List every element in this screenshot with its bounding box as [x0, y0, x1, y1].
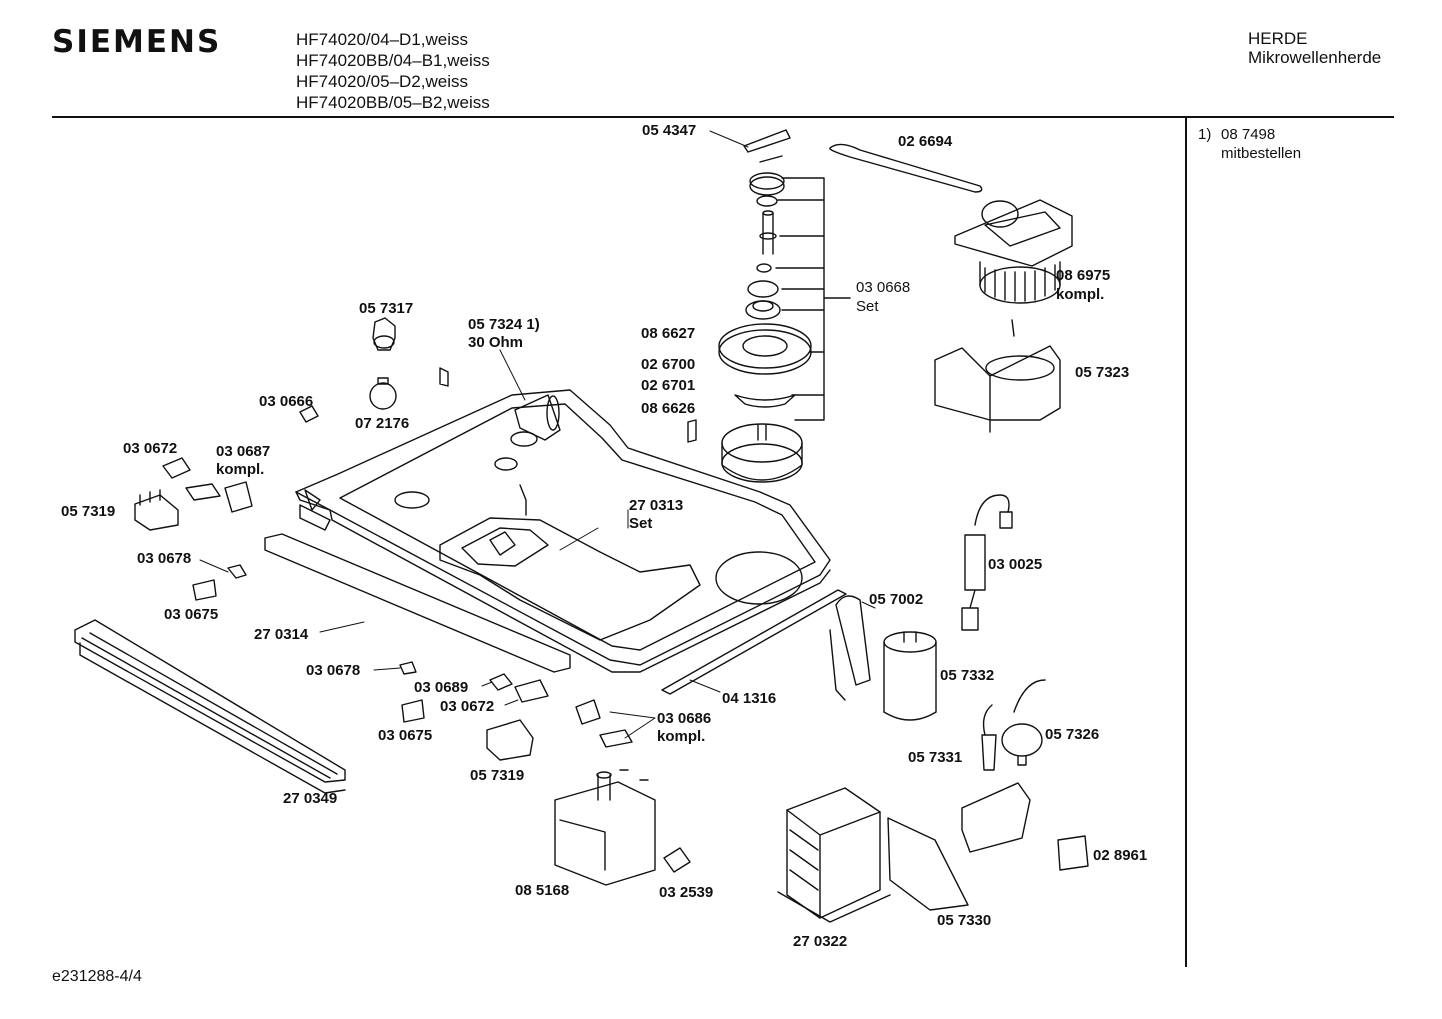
- thermal-switch-drawing: [663, 847, 691, 873]
- part-label-030025: 03 0025: [988, 556, 1043, 573]
- air-duct-drawing: [934, 319, 1061, 433]
- part-label-030668: 03 0668: [856, 279, 911, 296]
- part-label-054347: 05 4347: [642, 122, 697, 139]
- document-id: e231288-4/4: [52, 968, 142, 985]
- category-block: HERDE Mikrowellenherde: [1248, 29, 1381, 67]
- hv-parts-drawing: [981, 679, 1046, 771]
- model-line: HF74020BB/04–B1,weiss: [296, 51, 490, 70]
- part-label-085168: 08 5168: [515, 882, 570, 899]
- header-divider: [52, 116, 1394, 118]
- part-label-030675: 03 0675: [164, 606, 219, 623]
- part-label-set: Set: [856, 298, 879, 315]
- part-label-030678: 03 0678: [306, 662, 361, 679]
- model-line: HF74020/04–D1,weiss: [296, 30, 468, 49]
- fuse-holder-drawing: [1057, 835, 1089, 871]
- part-label-086626: 08 6626: [641, 400, 696, 417]
- part-label-086975: 08 6975: [1056, 267, 1111, 284]
- part-label-030675: 03 0675: [378, 727, 433, 744]
- part-label-057317: 05 7317: [359, 300, 414, 317]
- brand-logo: SIEMENS: [52, 24, 222, 60]
- sensor-drawing: [961, 494, 1013, 631]
- footnote: 1) 08 7498 mitbestellen: [1198, 125, 1301, 163]
- part-label-270322: 27 0322: [793, 933, 848, 950]
- part-label-057324: 05 7324 1): [468, 316, 540, 333]
- model-list: HF74020/04–D1,weiss HF74020BB/04–B1,weis…: [296, 29, 490, 113]
- part-label-set: Set: [629, 515, 653, 532]
- part-label-028961: 02 8961: [1093, 847, 1148, 864]
- category-title: HERDE: [1248, 29, 1308, 48]
- part-label-030672: 03 0672: [440, 698, 495, 715]
- model-line: HF74020/05–D2,weiss: [296, 72, 468, 91]
- footnote-part: 08 7498: [1221, 126, 1276, 143]
- front-rail-drawing: [264, 489, 571, 673]
- part-label-057319: 05 7319: [470, 767, 525, 784]
- part-label-30-ohm: 30 Ohm: [468, 334, 524, 351]
- switch-cluster-left: [134, 405, 633, 761]
- motor-drawing: [954, 199, 1073, 304]
- part-label-086627: 08 6627: [641, 325, 696, 342]
- part-label-032539: 03 2539: [659, 884, 714, 901]
- part-label-030686: 03 0686: [657, 710, 712, 727]
- set-bracket: [775, 177, 851, 421]
- category-subtitle: Mikrowellenherde: [1248, 48, 1382, 67]
- shield-drawing: [887, 817, 969, 911]
- part-label-057331: 05 7331: [908, 749, 963, 766]
- transformer-drawing: [777, 787, 891, 923]
- lamp-drawing: [369, 317, 397, 410]
- long-rail-drawing: [74, 619, 346, 794]
- resistor-drawing: [439, 367, 561, 441]
- footnote-text: mitbestellen: [1221, 145, 1302, 162]
- cable-rail-drawing: [661, 589, 847, 695]
- part-label-030666: 03 0666: [259, 393, 314, 410]
- part-label-kompl: kompl.: [216, 461, 265, 478]
- part-label-026701: 02 6701: [641, 377, 696, 394]
- belt-drawing: [829, 143, 983, 193]
- part-label-kompl: kompl.: [1056, 286, 1105, 303]
- part-label-270314: 27 0314: [254, 626, 309, 643]
- part-label-030689: 03 0689: [414, 679, 469, 696]
- capacitor-drawing: [829, 595, 937, 721]
- part-label-057002: 05 7002: [869, 591, 924, 608]
- part-label-057323: 05 7323: [1075, 364, 1130, 381]
- part-label-030672: 03 0672: [123, 440, 178, 457]
- part-label-270313: 27 0313: [629, 497, 684, 514]
- part-label-026694: 02 6694: [898, 133, 953, 150]
- part-label-041316: 04 1316: [722, 690, 777, 707]
- part-label-270349: 27 0349: [283, 790, 338, 807]
- part-label-057330: 05 7330: [937, 912, 992, 929]
- part-label-030687: 03 0687: [216, 443, 271, 460]
- part-label-057319: 05 7319: [61, 503, 116, 520]
- footnote-index: 1): [1198, 126, 1212, 143]
- part-label-026700: 02 6700: [641, 356, 696, 373]
- leader-lines: [199, 130, 876, 739]
- magnetron-drawing: [554, 769, 656, 886]
- part-label-072176: 07 2176: [355, 415, 410, 432]
- part-label-030678: 03 0678: [137, 550, 192, 567]
- side-divider: [1185, 117, 1187, 967]
- part-label-kompl: kompl.: [657, 728, 706, 745]
- model-line: HF74020BB/05–B2,weiss: [296, 93, 490, 112]
- mount-bracket-drawing: [961, 782, 1031, 853]
- part-label-057326: 05 7326: [1045, 726, 1100, 743]
- part-label-057332: 05 7332: [940, 667, 995, 684]
- turntable-stack-drawing: [687, 129, 812, 483]
